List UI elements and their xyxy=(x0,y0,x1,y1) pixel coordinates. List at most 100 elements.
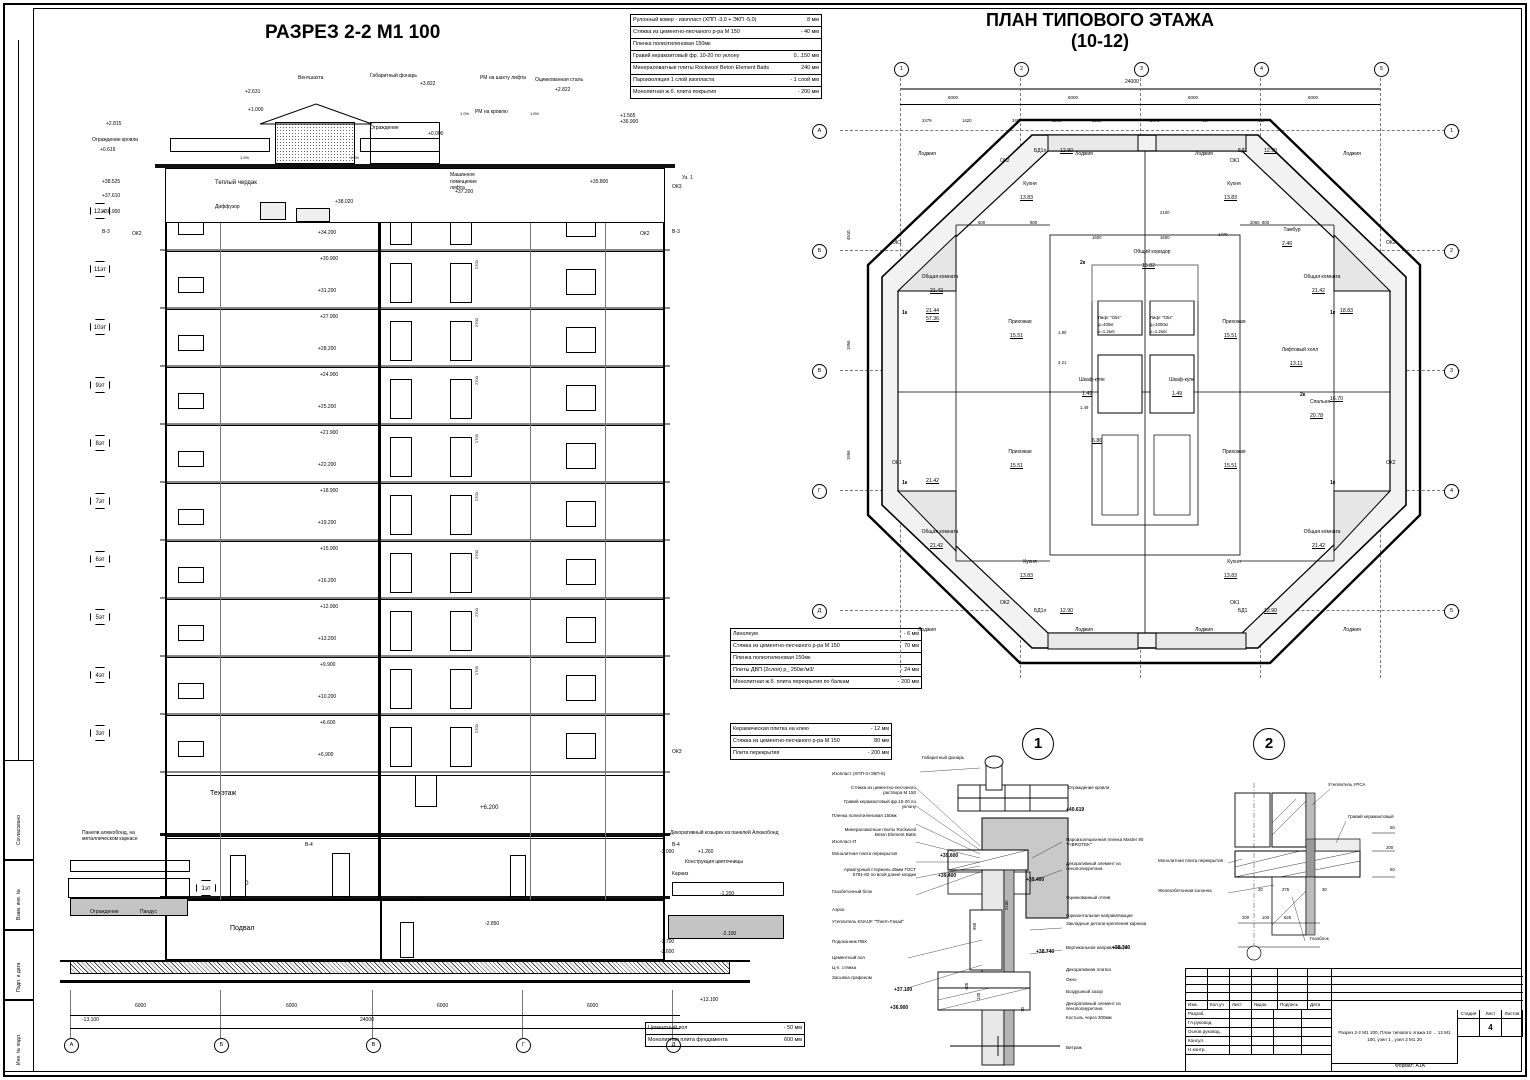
title-block-blank-wide[interactable] xyxy=(1332,977,1523,985)
plan-axis-bubble-top: 3 xyxy=(1134,62,1149,77)
roof-legend-row: Пленка полиэтиленовая 150мк xyxy=(631,39,821,51)
title-block-blank-wide[interactable] xyxy=(1332,985,1523,993)
title-block-blank-cell[interactable] xyxy=(1208,985,1230,993)
title-block-signature-cell[interactable] xyxy=(1252,1037,1274,1046)
title-block-blank-cell[interactable] xyxy=(1252,977,1278,985)
title-block-signature-cell[interactable] xyxy=(1302,1010,1332,1019)
title-block-blank-cell[interactable] xyxy=(1230,969,1252,977)
title-block-signature-cell[interactable] xyxy=(1302,1037,1332,1046)
plan-room-area: 21.42 xyxy=(1312,543,1325,549)
apartment-type-tag: 2к xyxy=(1080,260,1086,266)
plan-room-area: 15.82 xyxy=(1142,263,1155,269)
floor-legend-label: Стяжка из цементно-песчаного р-ра М 150 xyxy=(733,643,840,649)
title-block-signature-cell[interactable] xyxy=(1302,1046,1332,1055)
floor-level-mark: +22.200 xyxy=(318,462,337,468)
label-lift-machine-room: Машинное помещение лифта xyxy=(450,172,477,191)
plan-axis-bubble-right: 2 xyxy=(1444,244,1459,259)
plan-room-area: 13.83 xyxy=(1020,195,1033,201)
detail-2-dim: 30 xyxy=(1322,887,1327,892)
title-block-blank-cell[interactable] xyxy=(1308,969,1332,977)
apartment-area: 16.70 xyxy=(1330,396,1343,402)
cement-legend-value: 600 мм xyxy=(784,1037,802,1043)
floor-slab-mark: +12.900 xyxy=(320,604,339,610)
title-block-signature-cell[interactable] xyxy=(1252,1046,1274,1055)
margin-stamp-block: Согласовано Взам. инв. № Подп. и дата Ин… xyxy=(4,760,34,1072)
detail-callout-2[interactable]: 2 xyxy=(1253,728,1285,760)
title-block-blank-cell[interactable] xyxy=(1208,969,1230,977)
plan-room-label: Лифтовый холл xyxy=(1281,347,1319,353)
title-block-blank-cell[interactable] xyxy=(1230,993,1252,1001)
title-block-signature-cell[interactable] xyxy=(1274,1028,1302,1037)
title-block-blank-cell[interactable] xyxy=(1252,985,1278,993)
title-block-blank-cell[interactable] xyxy=(1252,993,1278,1001)
title-block-stage-label: Стадия xyxy=(1458,1010,1480,1019)
title-block-signature-cell[interactable] xyxy=(1252,1019,1274,1028)
interior-door xyxy=(450,321,472,361)
detail-callout-1[interactable]: 1 xyxy=(1022,728,1054,760)
title-block-signature-cell[interactable] xyxy=(1274,1019,1302,1028)
title-block-blank-cell[interactable] xyxy=(1278,993,1308,1001)
detail-1-elevation-mark: +36.900 xyxy=(890,1005,909,1011)
title-block-signature-cell[interactable] xyxy=(1274,1010,1302,1019)
title-block-bottom-right[interactable] xyxy=(1332,1064,1523,1072)
title-block-signature-cell[interactable] xyxy=(1274,1037,1302,1046)
floor-level-mark: +13.200 xyxy=(318,636,337,642)
title-block-value-cell[interactable] xyxy=(1458,1019,1480,1037)
title-block-blank-cell[interactable] xyxy=(1308,985,1332,993)
title-block-signature-cell[interactable] xyxy=(1230,1010,1252,1019)
title-block-blank-cell[interactable] xyxy=(1186,985,1208,993)
title-block-blank-cell[interactable] xyxy=(1186,977,1208,985)
balcony-door-tag: БД1л xyxy=(1034,148,1047,154)
title-block-signature-cell[interactable] xyxy=(1302,1028,1332,1037)
title-block-blank-cell[interactable] xyxy=(1230,977,1252,985)
title-block-value-cell[interactable] xyxy=(1502,1019,1523,1037)
cement-legend-value: - 50 мм xyxy=(783,1025,802,1031)
title-block-signature-cell[interactable] xyxy=(1230,1046,1252,1055)
tag-ok2: ОК2 xyxy=(132,231,142,237)
title-block-signature-cell[interactable] xyxy=(1230,1019,1252,1028)
title-block-signature-cell[interactable] xyxy=(1252,1010,1274,1019)
floor-legend-value: - 24 мм xyxy=(900,667,919,673)
exterior-window xyxy=(178,567,204,583)
title-block-blank-cell[interactable] xyxy=(1208,993,1230,1001)
title-block-blank-cell[interactable] xyxy=(1308,993,1332,1001)
plan-misc-dim: 900 xyxy=(1030,220,1038,225)
title-block-signature-cell[interactable] xyxy=(1252,1028,1274,1037)
title-block-signature-cell[interactable] xyxy=(1274,1046,1302,1055)
title-block-signature-cell[interactable] xyxy=(1230,1028,1252,1037)
title-block-blank-cell[interactable] xyxy=(1278,969,1308,977)
title-block-blank-wide[interactable] xyxy=(1332,969,1523,977)
plan-side-dim: 1956 xyxy=(846,450,851,460)
title-block-blank-cell[interactable] xyxy=(1230,985,1252,993)
title-block-signature-cell[interactable] xyxy=(1230,1037,1252,1046)
mark-2631: +2.631 xyxy=(245,89,261,95)
floor-marker: 6эт xyxy=(90,551,110,567)
title-block-blank-cell[interactable] xyxy=(1186,969,1208,977)
detail-1-label-left: Газобетонный блок xyxy=(832,889,873,894)
plan-grid-horizontal xyxy=(840,130,1460,131)
title-block-bottom-left[interactable] xyxy=(1186,1055,1332,1072)
riser-dim: 2700 xyxy=(474,550,479,559)
detail-2-dim: 50 xyxy=(1390,867,1395,872)
title-block-blank-wide[interactable] xyxy=(1332,993,1523,1001)
roof-legend-row: Минераловатные плиты Rockwool Beton Elem… xyxy=(631,63,821,75)
interior-door xyxy=(450,379,472,419)
title-block-role: Консул. xyxy=(1186,1037,1230,1046)
section-axis-line xyxy=(220,990,221,1038)
title-block-blank-cell[interactable] xyxy=(1278,985,1308,993)
title-block-blank-cell[interactable] xyxy=(1186,993,1208,1001)
title-block-col-header: Подпись xyxy=(1278,1001,1308,1010)
title-block-blank-cell[interactable] xyxy=(1208,977,1230,985)
title-block-blank-cell[interactable] xyxy=(1308,977,1332,985)
balcony-door-tag: БД1 xyxy=(1238,148,1248,154)
cement-legend-label: Цементный пол xyxy=(648,1025,688,1031)
apartment-area: 21.42 xyxy=(926,478,939,484)
title-block-sheet-number[interactable]: 4 xyxy=(1480,1019,1502,1037)
lift-spec: v=1.2м/с xyxy=(1098,329,1116,334)
title-block-blank-cell[interactable] xyxy=(1252,969,1278,977)
title-block-blank-cell[interactable] xyxy=(1278,977,1308,985)
plan-room-area: 15.51 xyxy=(1224,463,1237,469)
title-block-signature-cell[interactable] xyxy=(1302,1019,1332,1028)
floor-level-mark: +19.200 xyxy=(318,520,337,526)
apartment-area: 57.36 xyxy=(926,316,939,322)
